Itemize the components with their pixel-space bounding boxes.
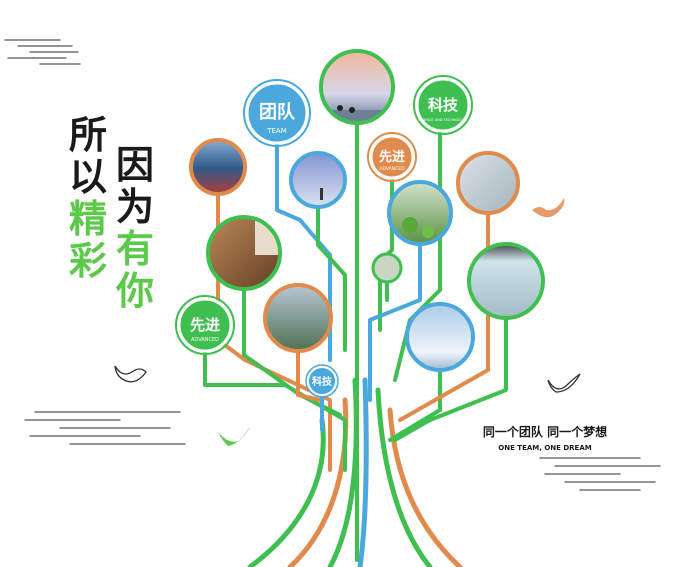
photo-circle-sunset-beach — [319, 49, 395, 125]
photo-circle-temple — [189, 138, 247, 196]
cloud-bottom-right — [539, 457, 661, 491]
photo-circle-sky-figure — [289, 151, 347, 209]
slogan-cn: 同一个团队 同一个梦想 — [483, 424, 607, 439]
poem-char: 因 — [116, 143, 154, 187]
photo-circle-sea — [405, 302, 475, 372]
cloud-top-left — [4, 39, 81, 65]
poem-char: 为 — [116, 185, 154, 229]
badge-tech-small-cn: 科技 — [312, 375, 333, 388]
badge-advanced-top-en: ADVANCED — [379, 166, 405, 172]
bird-icon-outline-right — [547, 373, 581, 393]
badge-team-en: TEAM — [266, 127, 287, 135]
bird-icon-green — [218, 426, 250, 446]
badge-advanced-top-cn: 先进 — [379, 149, 405, 165]
cloud-bottom-left — [24, 411, 186, 445]
slogan-en: ONE TEAM, ONE DREAM — [498, 444, 591, 452]
badge-advanced-left-en: ADVANCED — [191, 337, 219, 343]
poem-char: 所 — [69, 113, 107, 157]
poem: 所 以 精 彩 因 为 有 你 — [69, 113, 154, 313]
badge-advanced-top: 先进 ADVANCED — [367, 132, 417, 182]
badge-tech: 科技 SCIENCE AND TECHNOLOGY — [413, 75, 473, 135]
poem-char: 以 — [69, 155, 107, 199]
poem-char: 有 — [116, 227, 154, 271]
photo-circle-window — [467, 242, 545, 320]
badge-advanced-left-cn: 先进 — [190, 316, 220, 334]
tree-branches — [203, 121, 508, 567]
bird-icon-outline-left — [114, 365, 147, 383]
badge-team: 团队 TEAM — [243, 79, 311, 147]
badge-tech-cn: 科技 — [428, 96, 459, 114]
photo-circle-city — [263, 283, 333, 353]
photo-circle-plant — [387, 180, 453, 246]
poem-char: 你 — [115, 269, 154, 313]
photo-circle-airplane — [456, 151, 520, 215]
photo-circle-small — [371, 252, 403, 284]
badge-tech-small: 科技 — [305, 364, 339, 398]
poem-char: 精 — [69, 197, 107, 241]
poem-char: 彩 — [69, 239, 107, 283]
badge-tech-en: SCIENCE AND TECHNOLOGY — [418, 118, 468, 122]
badge-team-cn: 团队 — [259, 101, 296, 123]
bird-icon-orange — [532, 198, 565, 218]
badge-advanced-left: 先进 ADVANCED — [175, 295, 235, 355]
